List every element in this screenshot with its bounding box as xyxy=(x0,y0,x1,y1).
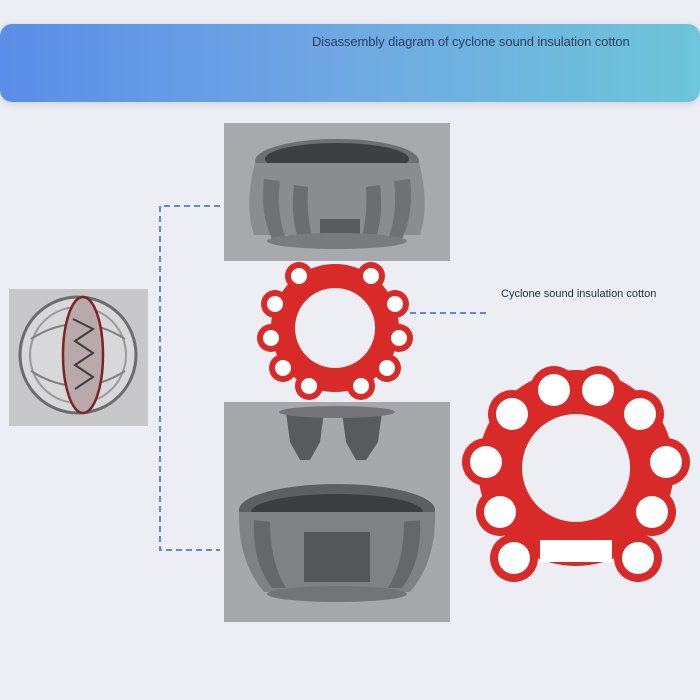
diagram-title: Disassembly diagram of cyclone sound ins… xyxy=(312,34,630,49)
assembled-cyclone-photo xyxy=(9,289,148,426)
small-gasket-icon xyxy=(257,262,413,400)
upper-housing-photo xyxy=(224,123,450,261)
lower-housing-photo xyxy=(224,402,450,622)
connector-left-bracket xyxy=(159,205,220,551)
gasket-callout-label: Cyclone sound insulation cotton xyxy=(501,288,657,300)
title-banner: Disassembly diagram of cyclone sound ins… xyxy=(0,24,700,102)
large-gasket-icon xyxy=(462,366,690,582)
